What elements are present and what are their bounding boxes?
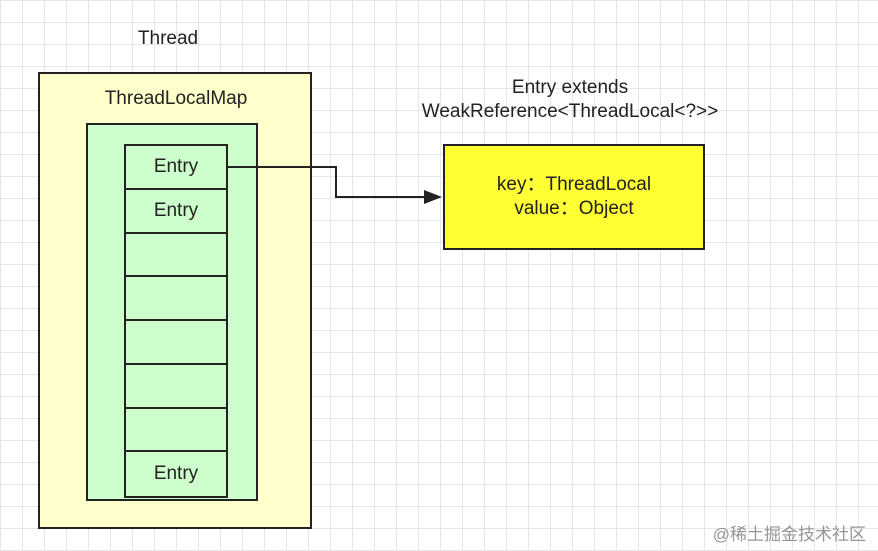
entry-key-text: key：ThreadLocal [496,174,652,195]
thread-label: Thread [137,28,199,49]
entry-class-line2: WeakReference<ThreadLocal<?>> [421,101,719,122]
entry-slot-6 [126,365,226,409]
entry-slot-3 [126,234,226,278]
entry-slot-8: Entry [153,463,199,485]
entry-detail-box: key：ThreadLocal value：Object [443,144,705,250]
entry-value-text: value：Object [514,198,634,219]
threadlocalmap-label: ThreadLocalMap [104,88,248,109]
entry-slot-5 [126,321,226,365]
entry-class-label: Entry extends WeakReference<ThreadLocal<… [380,76,760,124]
entry-array: Entry Entry Entry [124,144,228,498]
arrowhead-icon [424,190,442,204]
entry-slot-2: Entry [126,190,226,234]
watermark: @稀土掘金技术社区 [712,525,866,544]
entry-class-line1: Entry extends [511,77,629,98]
entry-slot-4 [126,277,226,321]
entry-slot-7 [126,409,226,453]
entry-slot-1: Entry [126,146,226,190]
connector-line [228,166,426,198]
